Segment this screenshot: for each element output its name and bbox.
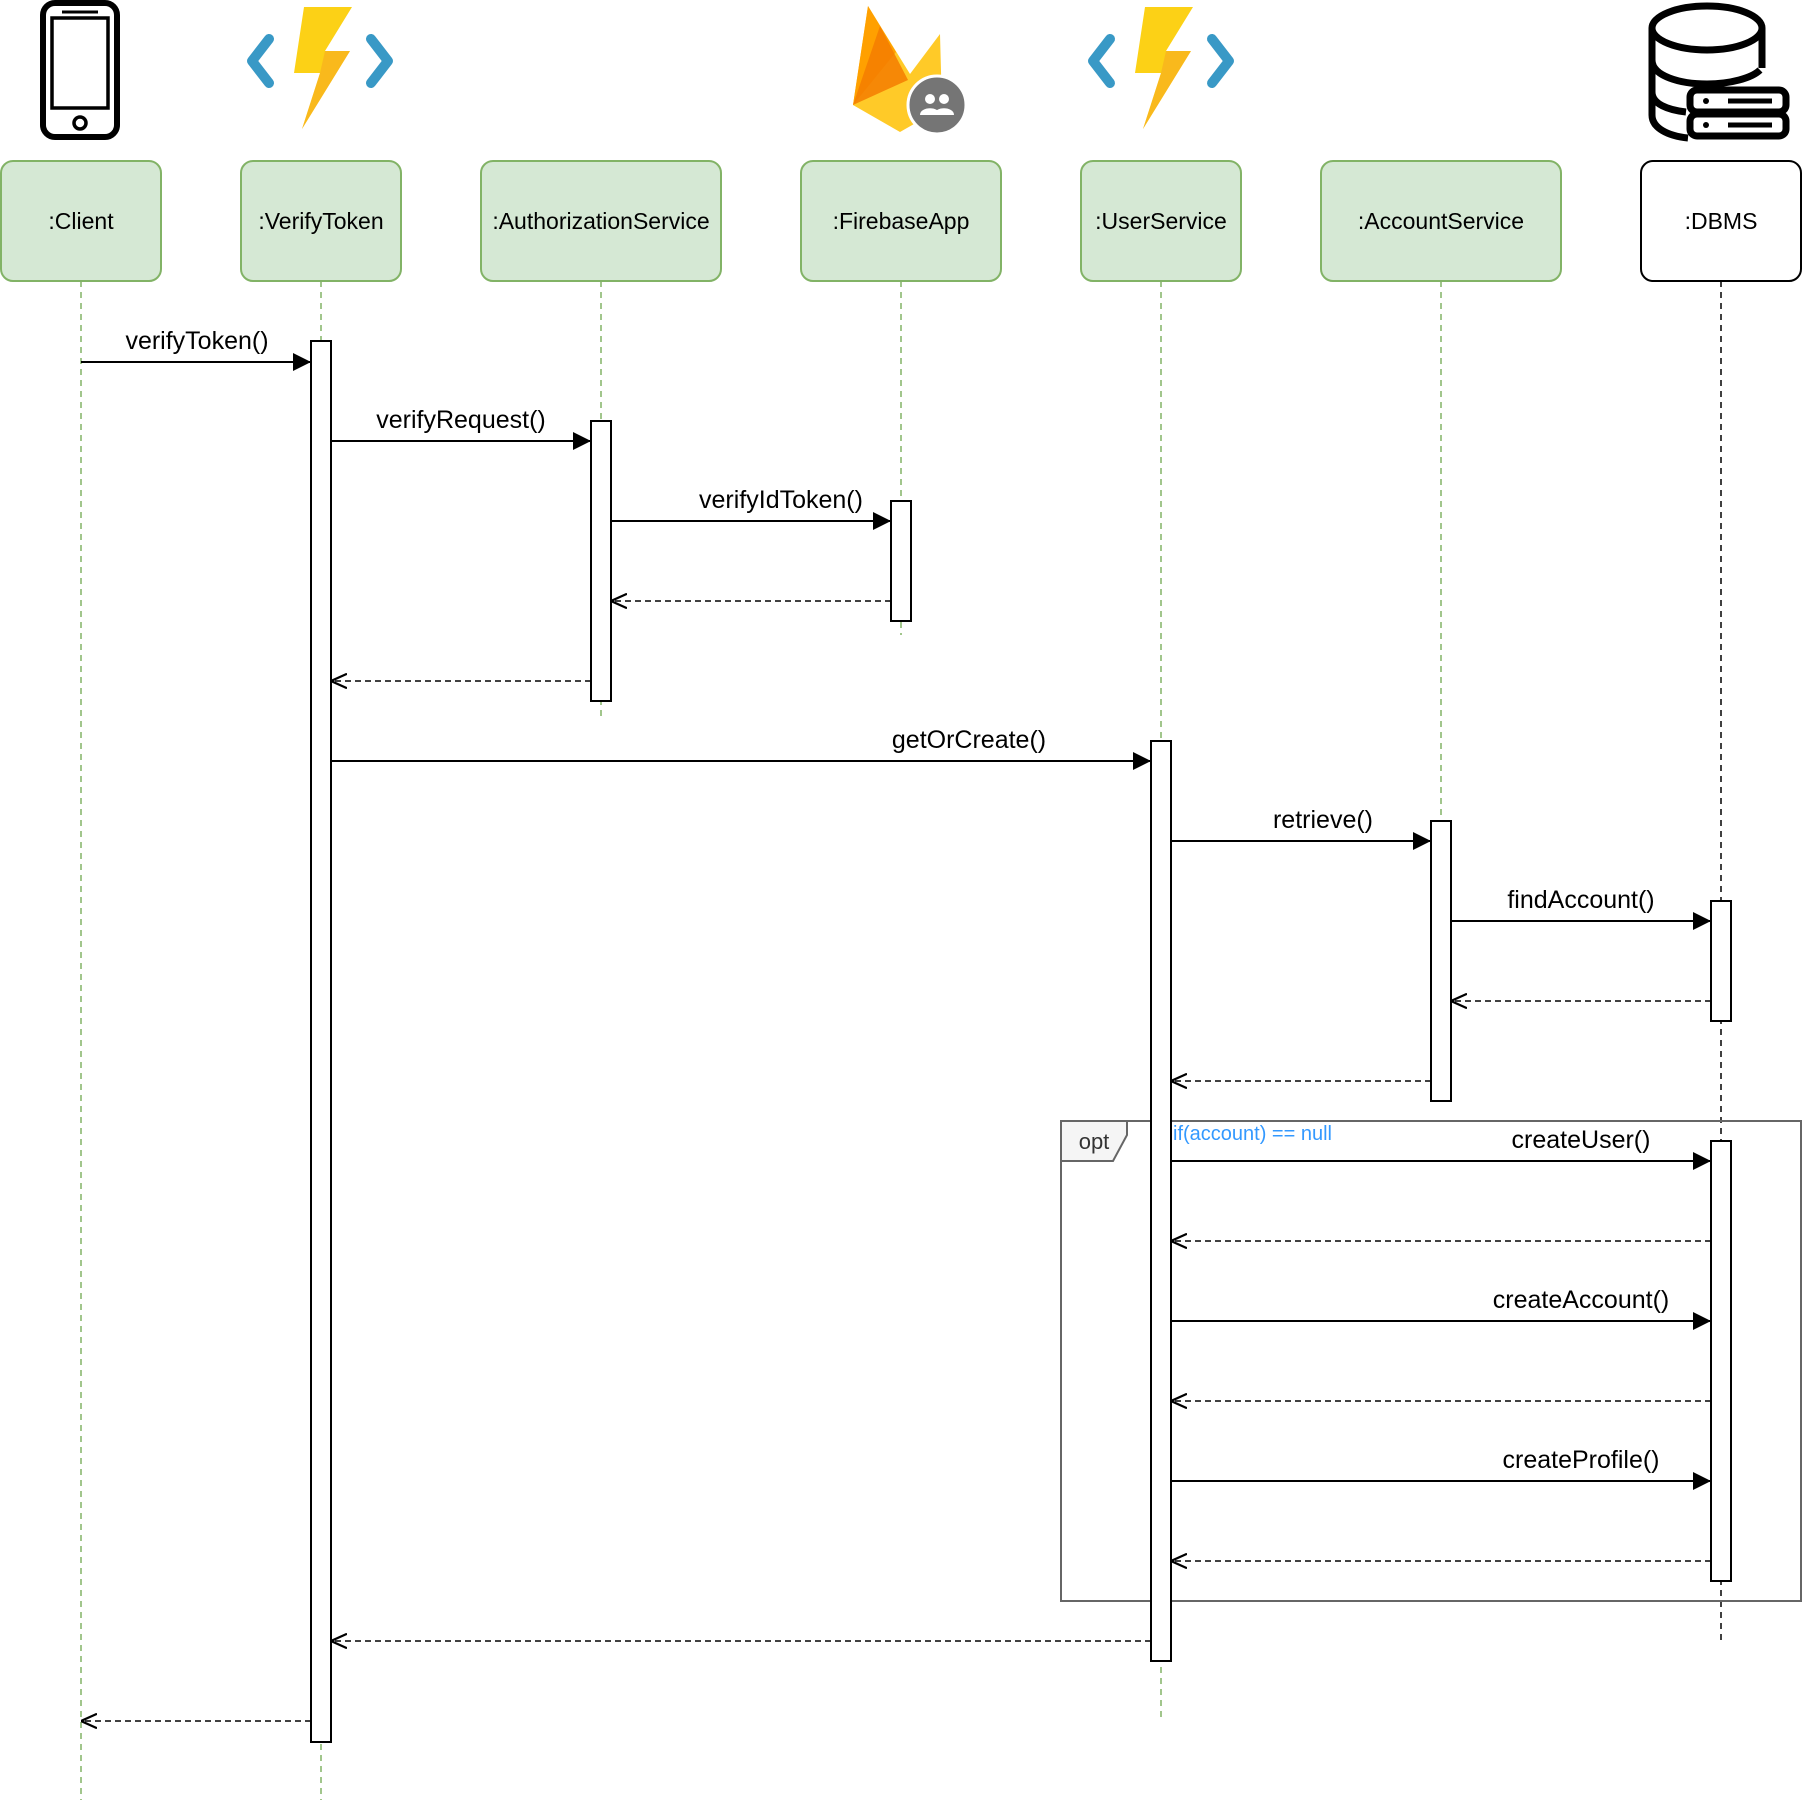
firebase-icon — [853, 6, 968, 136]
message-label: createAccount() — [1493, 1286, 1669, 1314]
participant-label: :DBMS — [1685, 208, 1758, 234]
message-label: retrieve() — [1273, 806, 1373, 834]
message-label: createProfile() — [1503, 1446, 1660, 1474]
message-label: verifyIdToken() — [699, 486, 863, 514]
opt-fragment-operator: opt — [1079, 1129, 1110, 1154]
participant-box: :VerifyToken — [240, 160, 402, 282]
participant-box: :UserService — [1080, 160, 1242, 282]
participant-rect — [800, 160, 1002, 282]
azure-function-icon — [1088, 7, 1234, 129]
mobile-phone-icon — [40, 0, 120, 140]
message-call: createUser() — [1171, 1126, 1711, 1170]
participant-rect — [0, 160, 162, 282]
participant-label: :Client — [48, 208, 114, 234]
message-label: verifyRequest() — [376, 406, 546, 434]
activation-bar — [1150, 740, 1172, 1662]
activation-bar — [310, 340, 332, 1743]
activation-bar — [1710, 1140, 1732, 1582]
activation-bar — [1710, 900, 1732, 1022]
participant-rect — [1320, 160, 1562, 282]
participant-box: :AccountService — [1320, 160, 1562, 282]
participant-rect — [1640, 160, 1802, 282]
database-server-icon — [1648, 2, 1790, 142]
activation-bar — [1430, 820, 1452, 1102]
message-call: verifyRequest() — [331, 406, 591, 450]
activation-bar — [890, 500, 912, 622]
message-call: findAccount() — [1451, 886, 1711, 930]
message-call: getOrCreate() — [331, 726, 1151, 770]
message-label: getOrCreate() — [892, 726, 1046, 754]
participant-label: :VerifyToken — [258, 208, 383, 234]
opt-fragment-guard: if(account) == null — [1173, 1123, 1332, 1145]
message-call: createProfile() — [1171, 1446, 1711, 1490]
participant-label: :FirebaseApp — [833, 208, 970, 234]
message-call: retrieve() — [1171, 806, 1431, 850]
activation-bar — [590, 420, 612, 702]
message-label: verifyToken() — [125, 327, 268, 355]
participant-rect — [480, 160, 722, 282]
message-call: verifyIdToken() — [611, 486, 891, 530]
participant-rect — [240, 160, 402, 282]
participant-label: :UserService — [1095, 208, 1227, 234]
participant-label: :AccountService — [1358, 208, 1524, 234]
opt-fragment-tab — [1060, 1120, 1128, 1162]
participant-rect — [1080, 160, 1242, 282]
opt-fragment-frame — [1060, 1120, 1802, 1602]
participant-box: :DBMS — [1640, 160, 1802, 282]
message-label: createUser() — [1512, 1126, 1651, 1154]
participant-label: :AuthorizationService — [492, 208, 709, 234]
message-label: findAccount() — [1507, 886, 1654, 914]
participant-box: :Client — [0, 160, 162, 282]
azure-function-icon — [247, 7, 393, 129]
participant-box: :FirebaseApp — [800, 160, 1002, 282]
participant-box: :AuthorizationService — [480, 160, 722, 282]
message-call: verifyToken() — [81, 327, 311, 371]
message-call: createAccount() — [1171, 1286, 1711, 1330]
